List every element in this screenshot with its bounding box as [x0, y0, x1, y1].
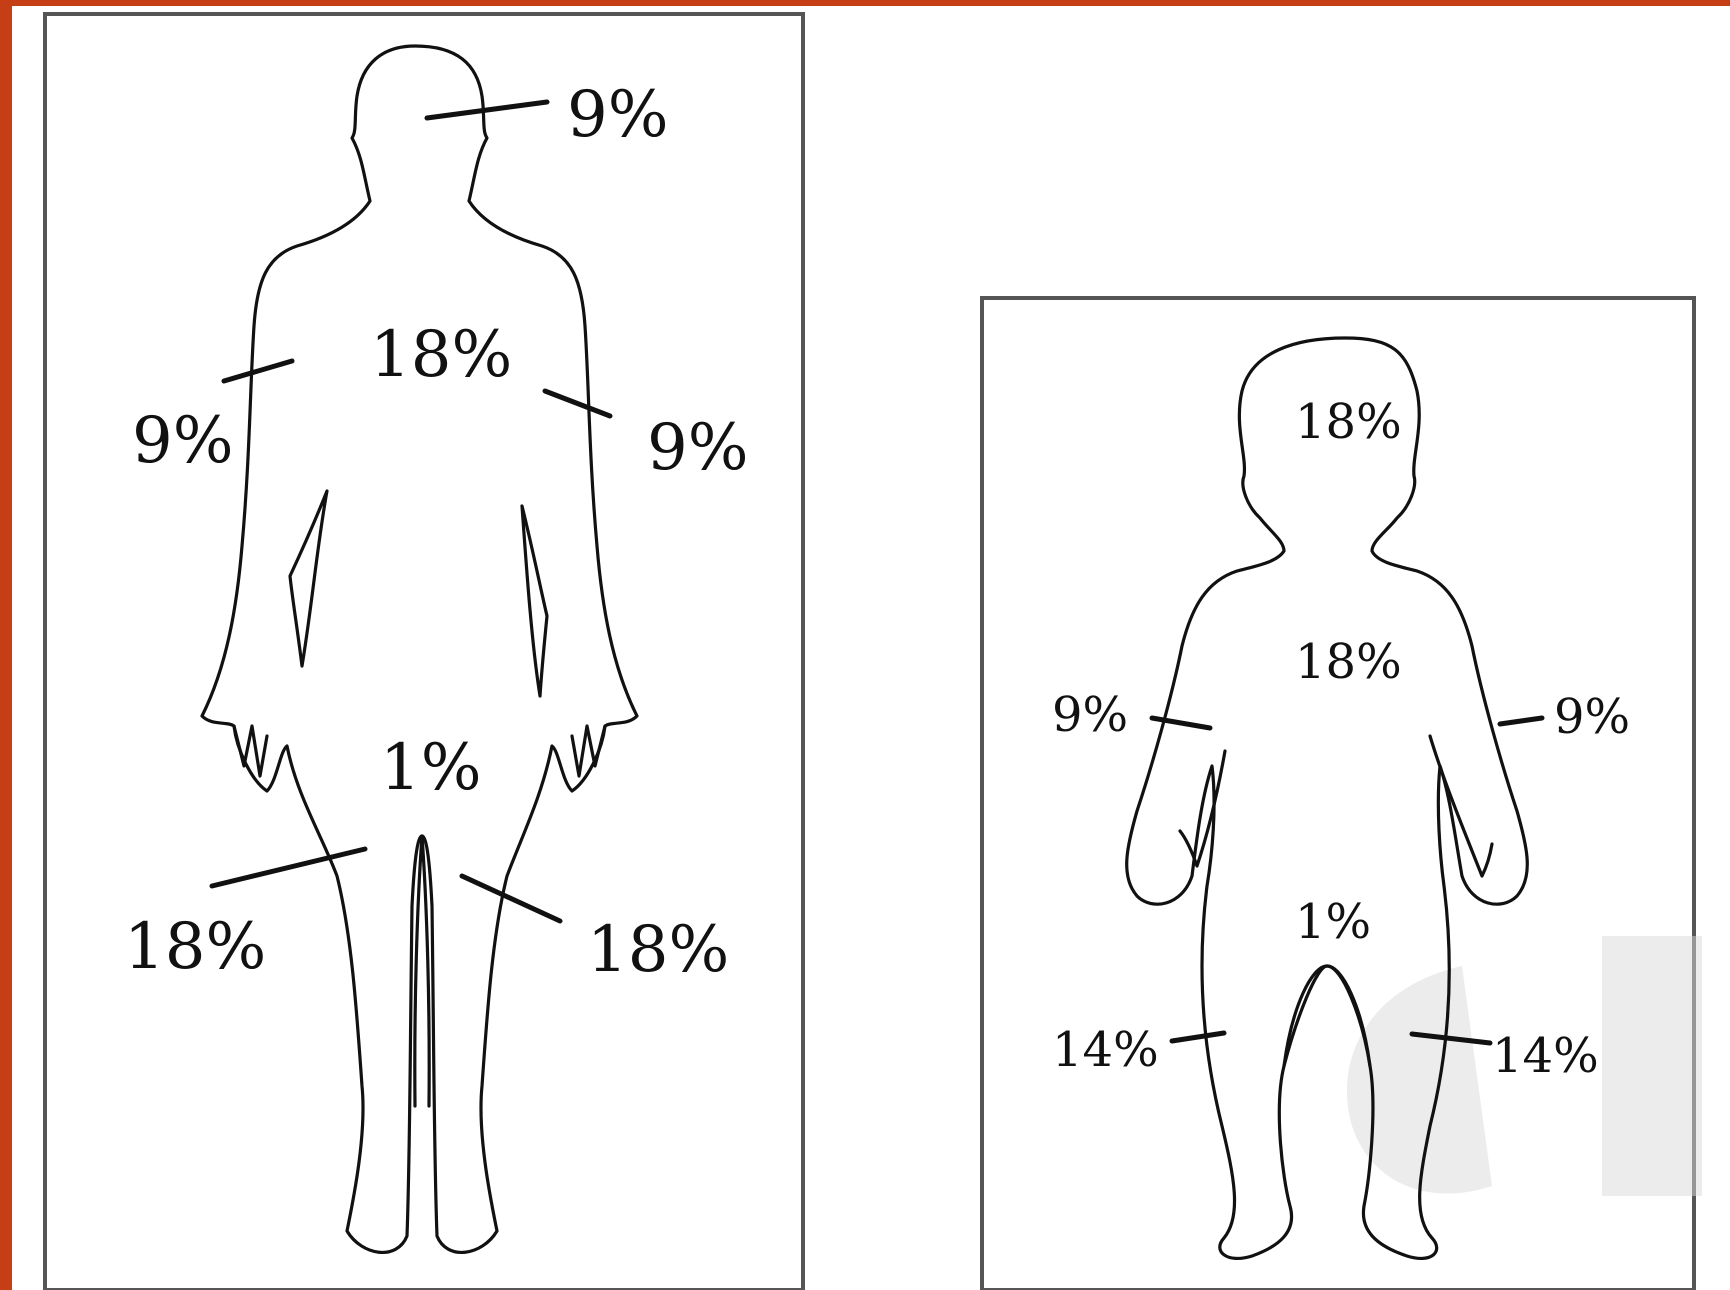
adult-left-leg-leader [212, 849, 365, 886]
child-genitals-pct: 1% [1295, 894, 1371, 950]
child-right-arm-pct: 9% [1554, 689, 1630, 745]
adult-right-arm-leader [545, 391, 610, 416]
child-left-arm-pct: 9% [1052, 687, 1128, 743]
diagram-canvas: 9% 18% 9% 9% 1% 18% 18% 18% 18% 9% 9% 1%… [12, 6, 1730, 1290]
adult-left-arm-pct: 9% [132, 404, 234, 478]
child-head-pct: 18% [1295, 394, 1402, 450]
adult-left-fingers [234, 726, 267, 776]
rule-of-nines-diagram: 9% 18% 9% 9% 1% 18% 18% 18% 18% 9% 9% 1%… [12, 6, 1730, 1290]
adult-right-leg-pct: 18% [587, 913, 729, 987]
adult-left-leg-pct: 18% [124, 910, 266, 984]
adult-genitals-pct: 1% [380, 731, 482, 805]
adult-left-arm-leader [224, 361, 292, 381]
adult-trunk-pct: 18% [370, 318, 512, 392]
adult-leg-gap [415, 836, 429, 1106]
child-left-arm-leader [1152, 718, 1210, 728]
child-trunk-pct: 18% [1295, 634, 1402, 690]
child-left-leg-leader [1172, 1033, 1224, 1041]
child-left-leg-pct: 14% [1052, 1022, 1159, 1078]
child-right-arm-leader [1500, 718, 1542, 724]
adult-right-arm-pct: 9% [647, 411, 749, 485]
child-right-leg-pct: 14% [1492, 1028, 1599, 1084]
adult-head-leader [427, 102, 547, 118]
adult-body-outline [202, 46, 637, 1252]
adult-head-pct: 9% [567, 78, 669, 152]
adult-left-arm-gap [290, 491, 327, 666]
adult-figure [202, 46, 637, 1252]
adult-right-fingers [572, 726, 605, 776]
adult-panel-frame [45, 14, 803, 1290]
adult-right-leg-leader [462, 876, 560, 921]
adult-right-arm-gap [522, 506, 547, 696]
